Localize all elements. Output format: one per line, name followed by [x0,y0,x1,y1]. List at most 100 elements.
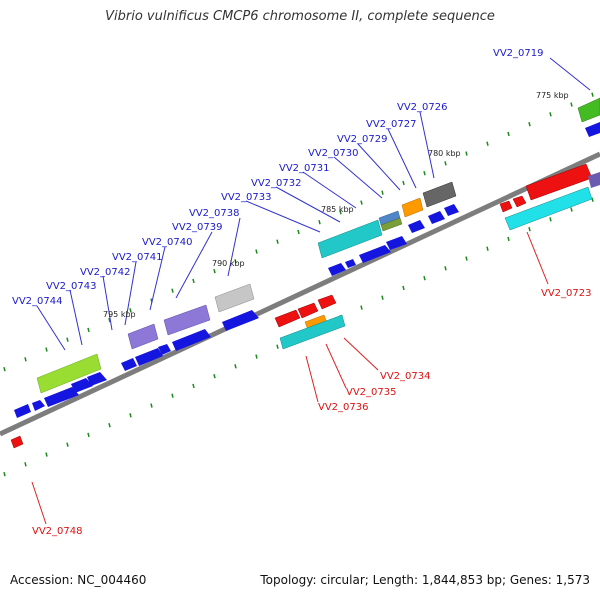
gene-label-VV2_0739[interactable]: VV2_0739 [172,222,223,233]
scale-tick [465,256,468,261]
scale-tick [129,413,132,418]
gene-label-VV2_0719[interactable]: VV2_0719 [493,48,544,59]
scale-tick [507,236,510,242]
scale-tick [108,317,111,323]
cds-arrow-red[interactable] [297,302,319,319]
scale-tick [192,383,195,389]
cds-arrow[interactable] [158,344,171,355]
scale-tick [213,373,216,379]
bottom-strand-features [10,163,600,449]
scale-tick [45,347,48,352]
cds-arrow[interactable] [135,348,163,366]
cds-arrow[interactable] [172,329,211,351]
cds-arrow[interactable] [444,204,459,216]
gene-label-VV2_0723[interactable]: VV2_0723 [541,288,592,299]
scale-tick [108,422,111,428]
feature-block-VV2_0742-0740[interactable] [127,323,159,350]
scale-tick [87,327,90,333]
cds-arrow[interactable] [222,310,259,331]
cds-arrow[interactable] [44,387,79,407]
cds-arrow[interactable] [71,378,93,393]
gene-label-VV2_0729[interactable]: VV2_0729 [337,134,388,145]
feature-block-VV2_0744[interactable] [36,353,102,394]
scale-tick [360,305,363,310]
top-cds-arrows [14,122,600,418]
cds-arrow[interactable] [87,372,107,386]
kbp-label-785: 785 kbp [321,205,354,214]
scale-tick [192,278,195,284]
cds-arrow[interactable] [428,211,445,224]
scale-tick [87,432,90,438]
scale-tick [528,226,531,232]
scale-tick [381,295,384,300]
cds-arrow-red[interactable] [512,195,527,208]
feature-block-0738-grey[interactable] [214,283,255,313]
scale-tick [297,229,300,235]
scale-tick [570,102,573,107]
kbp-label-780: 780 kbp [428,149,461,158]
scale-tick [465,151,468,156]
gene-label-VV2_0732[interactable]: VV2_0732 [251,178,302,189]
scale-tick [24,357,27,362]
scale-tick [171,288,174,293]
scale-tick [213,268,216,274]
scale-tick [255,249,258,254]
scale-tick [591,92,594,97]
scale-tick [3,366,6,372]
scale-tick [528,121,531,127]
gene-label-VV2_0748[interactable]: VV2_0748 [32,526,83,537]
gene-label-VV2_0726[interactable]: VV2_0726 [397,102,448,113]
kbp-scale-labels: 775 kbp 780 kbp 785 kbp 790 kbp 795 kbp [103,91,569,319]
kbp-label-795: 795 kbp [103,310,136,319]
scale-tick [444,161,447,166]
gene-label-VV2_0736[interactable]: VV2_0736 [318,402,369,413]
feature-block-VV2_0726[interactable] [422,181,457,208]
cds-arrow[interactable] [585,122,600,137]
feature-block-VV2_0729[interactable] [401,197,424,218]
feature-block-VV2_0736[interactable] [279,314,346,350]
scale-tick [66,442,69,447]
gene-label-VV2_0740[interactable]: VV2_0740 [142,237,193,248]
cds-arrow[interactable] [359,245,391,263]
feature-block-VV2_0733[interactable] [317,219,383,259]
cds-arrow[interactable] [408,220,425,233]
map-title: Vibrio vulnificus CMCP6 chromosome II, c… [105,9,495,24]
feature-block-0723-purple[interactable] [588,172,600,188]
gene-label-VV2_0734[interactable]: VV2_0734 [380,371,431,382]
scale-tick [276,344,279,349]
cds-arrow[interactable] [386,236,407,250]
scale-tick [339,210,342,215]
scale-tick [402,180,405,186]
feature-block-VV2_0719[interactable] [577,97,600,123]
scale-tick [423,275,426,281]
gene-label-VV2_0743[interactable]: VV2_0743 [46,281,97,292]
cds-arrow-red[interactable] [10,435,24,449]
gene-label-VV2_0738[interactable]: VV2_0738 [189,208,240,219]
feature-block-VV2_0739-0738[interactable] [163,304,211,336]
feature-block-VV2_0723[interactable] [504,186,593,231]
cds-arrow-red[interactable] [274,309,301,328]
scale-tick [234,364,237,369]
cds-arrow[interactable] [121,358,137,371]
feature-block-VV2_0730[interactable] [380,217,403,232]
top-label-connectors [36,57,591,351]
gene-label-VV2_0730[interactable]: VV2_0730 [308,148,359,159]
gene-label-VV2_0731[interactable]: VV2_0731 [279,163,330,174]
scale-tick [486,141,489,146]
gene-label-VV2_0744[interactable]: VV2_0744 [12,296,63,307]
gene-label-VV2_0735[interactable]: VV2_0735 [346,387,397,398]
scale-tick [549,217,552,222]
cds-arrow-red[interactable] [499,200,513,213]
cds-arrow[interactable] [345,259,356,268]
gene-label-VV2_0742[interactable]: VV2_0742 [80,267,131,278]
gene-label-VV2_0727[interactable]: VV2_0727 [366,119,417,130]
gene-label-VV2_0741[interactable]: VV2_0741 [112,252,163,263]
bottom-label-connectors [31,231,549,525]
gene-label-VV2_0733[interactable]: VV2_0733 [221,192,272,203]
cds-arrow-red[interactable] [317,294,337,310]
cds-arrow[interactable] [328,263,346,276]
cds-arrow[interactable] [14,404,31,418]
cds-arrow[interactable] [32,400,45,411]
